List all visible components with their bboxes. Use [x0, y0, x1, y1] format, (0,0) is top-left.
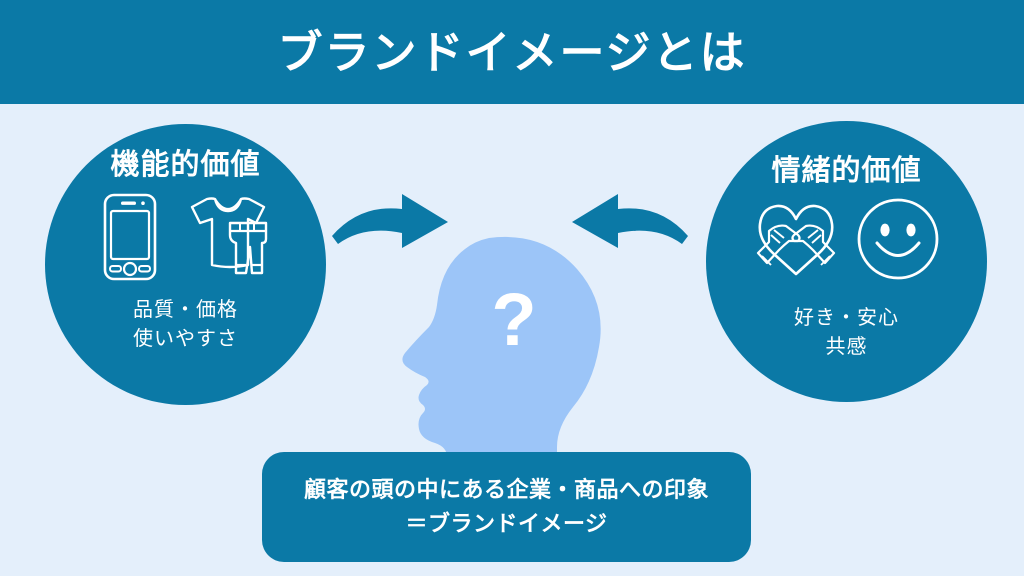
- hands-heart-icon: [753, 197, 839, 286]
- question-mark-label: ?: [491, 278, 537, 361]
- emotional-value-title: 情緒的価値: [771, 155, 922, 187]
- functional-value-title: 機能的価値: [110, 149, 261, 181]
- arrow-left-to-center: [330, 192, 452, 259]
- emotional-value-circle: 情緒的価値: [706, 121, 987, 402]
- clothing-icon: [174, 191, 270, 288]
- emotional-value-icons: [753, 196, 941, 288]
- functional-value-caption-line2: 使いやすさ: [133, 327, 238, 350]
- head-profile-silhouette: [385, 235, 615, 475]
- conclusion-line1: 顧客の頭の中にある企業・商品への印象: [303, 476, 709, 502]
- smiley-face-icon: [855, 196, 941, 287]
- functional-value-icons: [102, 194, 270, 286]
- conclusion-box: 顧客の頭の中にある企業・商品への印象 ＝ブランドイメージ: [262, 452, 751, 562]
- smartphone-icon: [102, 192, 158, 287]
- functional-value-circle: 機能的価値: [45, 124, 326, 405]
- conclusion-text: 顧客の頭の中にある企業・商品への印象 ＝ブランドイメージ: [304, 473, 709, 541]
- header-band: ブランドイメージとは: [0, 0, 1024, 104]
- emotional-value-caption-line2: 共感: [825, 335, 868, 358]
- emotional-value-caption-line1: 好き・安心: [794, 306, 899, 329]
- conclusion-line2: ＝ブランドイメージ: [405, 511, 608, 536]
- page-title: ブランドイメージとは: [277, 26, 747, 78]
- emotional-value-caption: 好き・安心 共感: [794, 304, 899, 362]
- functional-value-caption: 品質・価格 使いやすさ: [133, 296, 238, 354]
- arrow-right-to-center: [568, 192, 690, 259]
- functional-value-caption-line1: 品質・価格: [133, 298, 238, 321]
